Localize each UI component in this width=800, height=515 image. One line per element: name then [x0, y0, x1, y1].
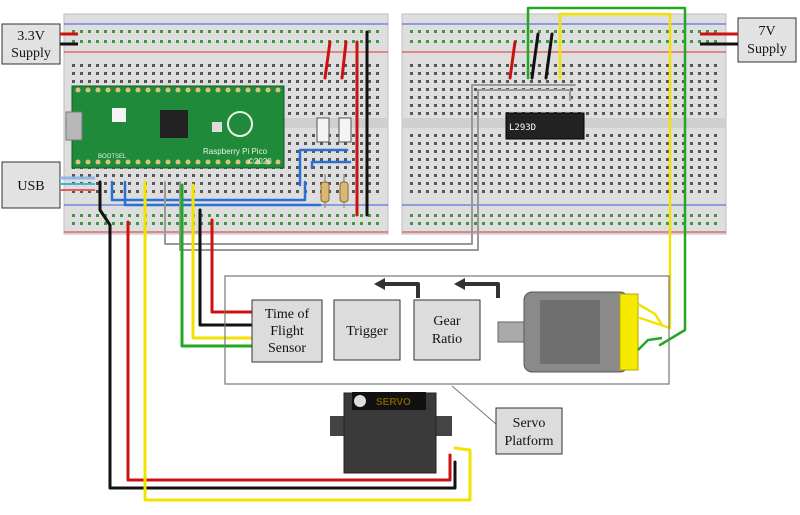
arrow-icon-2 [454, 278, 500, 298]
servo-platform-box: Servo Platform [451, 385, 563, 455]
tof-line3: Sensor [268, 341, 306, 356]
supply-3v3-line1: 3.3V [17, 29, 45, 44]
servo-logo: SERVO [376, 397, 411, 408]
usb-box: USB [1, 161, 61, 209]
resistor-1 [320, 174, 330, 208]
pico-bootsel: BOOTSEL [98, 154, 127, 160]
pico-year: ©2020 [248, 157, 272, 166]
tof-line1: Time of [265, 307, 310, 322]
tof-line2: Flight [270, 324, 304, 339]
gear-line1: Gear [433, 314, 461, 329]
supply-3v3-box: 3.3V Supply [1, 23, 61, 65]
supply-7v-box: 7V Supply [737, 17, 797, 63]
pico-name: Raspberry Pi Pico [203, 147, 268, 156]
push-button-1 [316, 117, 330, 143]
servo-platform-outline [224, 275, 670, 385]
l293d-chip: L293D [505, 112, 585, 140]
supply-3v3-line2: Supply [11, 46, 51, 61]
wires [98, 6, 687, 502]
gear-line2: Ratio [432, 332, 462, 347]
gear-ratio-box: Gear Ratio [413, 299, 481, 361]
platform-line2: Platform [505, 434, 554, 449]
trigger-box: Trigger [333, 299, 401, 361]
supply-7v-line2: Supply [747, 42, 787, 57]
raspberry-pi-pico: Raspberry Pi Pico ©2020 BOOTSEL [65, 85, 285, 169]
raspberry-logo-icon [227, 111, 253, 137]
arrow-icon-1 [374, 278, 420, 298]
resistor-2 [339, 174, 349, 208]
platform-line1: Servo [513, 416, 546, 431]
chip-label: L293D [509, 123, 536, 133]
dc-motor [497, 291, 664, 373]
trigger-label: Trigger [346, 324, 388, 339]
servo-motor: SERVO [330, 392, 452, 474]
usb-label: USB [17, 179, 44, 194]
supply-7v-line1: 7V [758, 24, 775, 39]
tof-sensor-box: Time of Flight Sensor [251, 299, 323, 363]
push-button-2 [338, 117, 352, 143]
